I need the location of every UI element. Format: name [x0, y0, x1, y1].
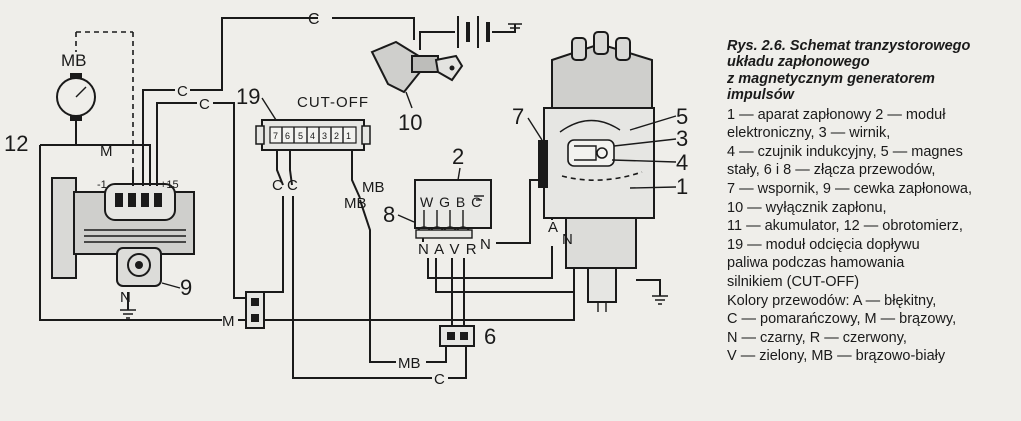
a-label: A — [548, 219, 558, 236]
wire-c-label-top: C — [308, 11, 320, 28]
label-2: 2 — [452, 144, 464, 169]
cutoff-pin-6: 6 — [285, 131, 290, 141]
label-9: 9 — [180, 275, 192, 300]
label-4: 4 — [676, 150, 688, 175]
n-label-module: N — [480, 236, 491, 253]
navr-label: N A V R — [418, 241, 478, 258]
coil-m-label: M — [100, 143, 113, 160]
ignition-switch — [370, 40, 464, 109]
connector-8 — [415, 226, 473, 239]
caption-title: Rys. 2.6. Schemat tranzystorowego układu… — [727, 38, 971, 104]
mb-label-cutoff: MB — [362, 179, 385, 196]
caption-legend: 1 — aparat zapłonowy 2 — moduł elektroni… — [727, 106, 972, 365]
wiring-diagram: MB 12 -1 +15 9 M N C C C — [4, 11, 688, 388]
wgbc-label: W G B C — [420, 194, 482, 210]
distributor — [543, 31, 668, 312]
label-12: 12 — [4, 131, 28, 156]
figure-caption: Rys. 2.6. Schemat tranzystorowego układu… — [727, 38, 1019, 366]
label-8: 8 — [383, 202, 395, 227]
cutoff-pin-7: 7 — [273, 131, 278, 141]
battery — [419, 16, 522, 50]
connector-block-left — [245, 291, 265, 329]
label-5: 5 — [676, 104, 688, 129]
label-6: 6 — [484, 324, 496, 349]
connector-6 — [439, 325, 475, 347]
cutoff-pin-5: 5 — [298, 131, 303, 141]
wire-c-label-1: C — [177, 83, 188, 100]
wire-c-label-2: C — [199, 96, 210, 113]
label-19: 19 — [236, 84, 260, 109]
label-3: 3 — [676, 126, 688, 151]
cutoff-pin-2: 2 — [334, 131, 339, 141]
n-label-distributor: N — [562, 231, 573, 248]
cutoff-module — [255, 119, 371, 151]
cutoff-pin-1: 1 — [346, 131, 351, 141]
label-10: 10 — [398, 110, 422, 135]
c-label-bottom: C — [434, 371, 445, 388]
mb-label-cutoff-2: MB — [344, 195, 367, 212]
cutoff-pin-3: 3 — [322, 131, 327, 141]
coil-n-label: N — [120, 289, 131, 306]
tachometer — [40, 31, 134, 170]
coil-minus1-label: -1 — [97, 179, 107, 191]
bracket — [538, 140, 548, 188]
cutoff-label: CUT-OFF — [297, 94, 369, 111]
coil-plus15-label: +15 — [160, 179, 179, 191]
label-1: 1 — [676, 174, 688, 199]
electronic-module — [414, 179, 492, 229]
m-label-bottom: M — [222, 313, 235, 330]
cc-label: C C — [272, 177, 298, 194]
mb-label-bottom: MB — [398, 355, 421, 372]
label-7: 7 — [512, 104, 524, 129]
cutoff-pin-4: 4 — [310, 131, 315, 141]
mb-label-top: MB — [61, 51, 87, 70]
ignition-coil — [51, 177, 195, 287]
